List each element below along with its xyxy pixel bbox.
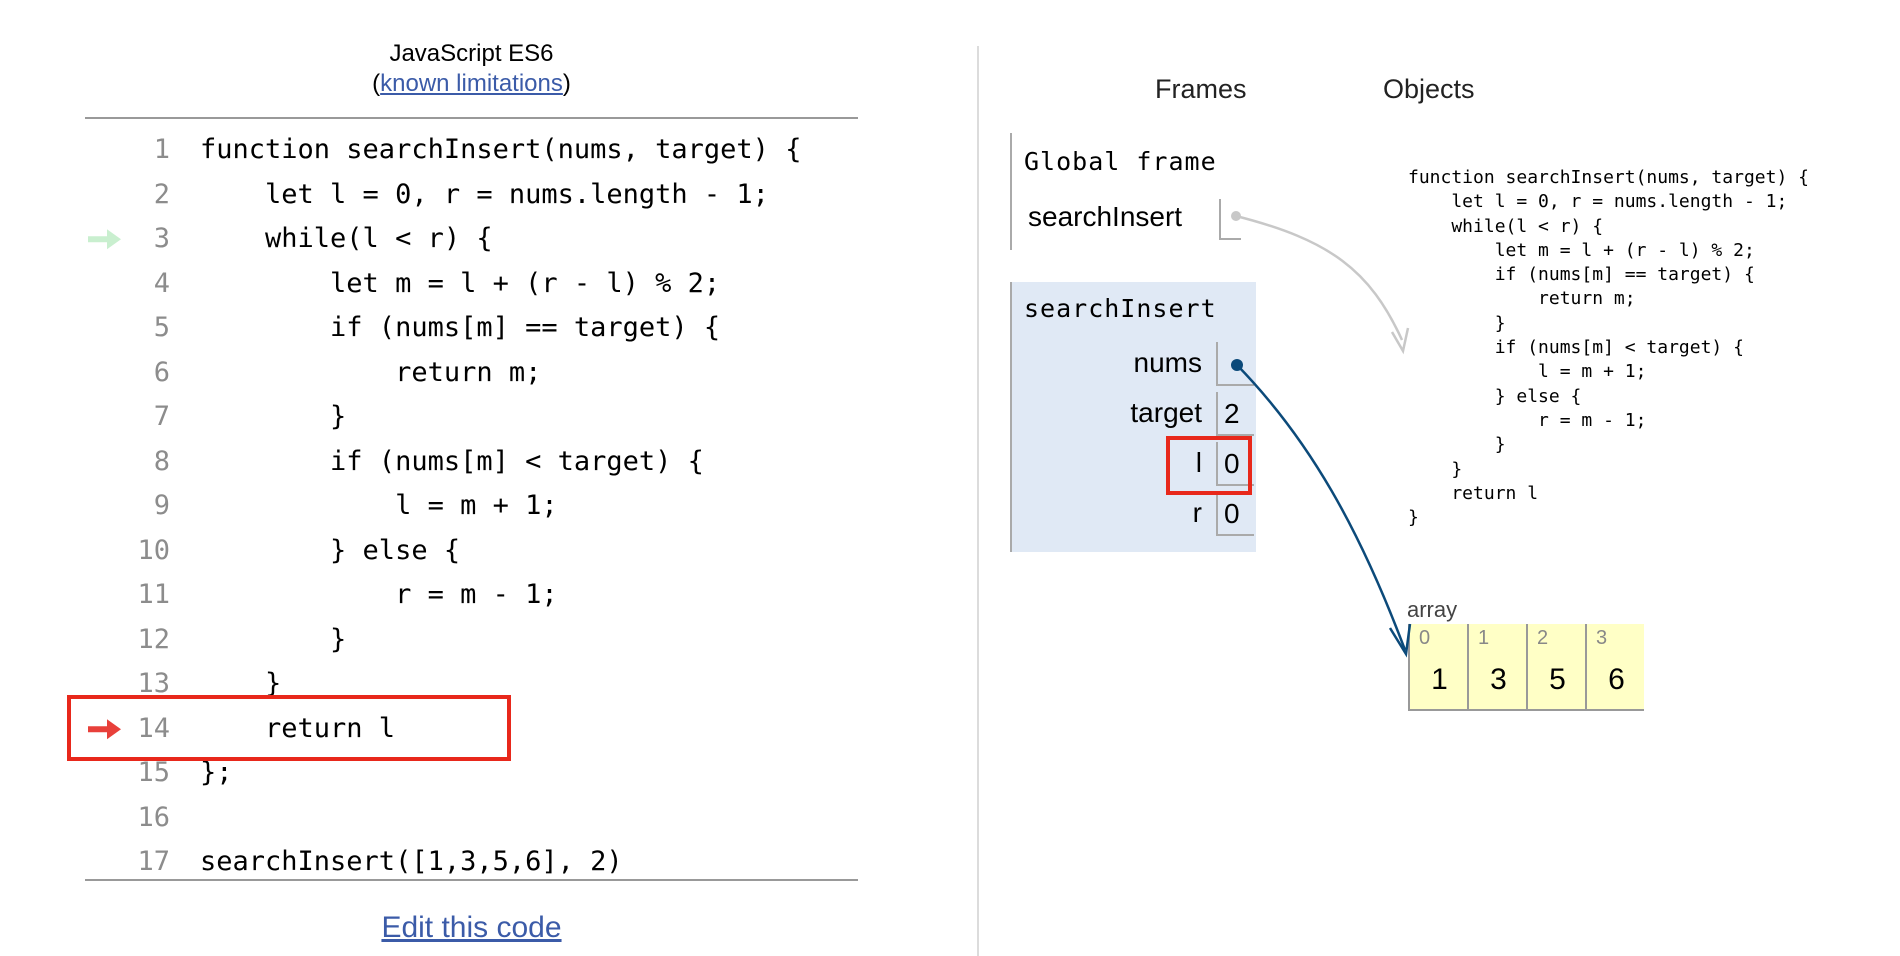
line-code: return l xyxy=(200,712,396,744)
code-line: 16 xyxy=(85,796,858,841)
array-value: 5 xyxy=(1549,663,1566,696)
code-line: 17 searchInsert([1,3,5,6], 2) xyxy=(85,840,858,876)
function-frame: nums target 2 l 0 r 0 xyxy=(1010,282,1256,552)
line-number: 12 xyxy=(137,623,170,655)
line-number: 16 xyxy=(137,801,170,833)
global-var-searchInsert: searchInsert xyxy=(1028,201,1183,232)
code-bottom-divider xyxy=(85,879,858,881)
line-number: 6 xyxy=(153,356,170,388)
line-code: l = m + 1; xyxy=(200,490,558,521)
line-code: } xyxy=(200,623,347,655)
variable-l-highlight xyxy=(1166,436,1252,495)
objects-header: Objects xyxy=(1383,74,1475,104)
line-number: 11 xyxy=(137,579,170,610)
array-index: 3 xyxy=(1596,627,1608,649)
code-line: 2 let l = 0, r = nums.length - 1; xyxy=(85,173,858,218)
line-number: 17 xyxy=(137,846,170,876)
code-line: 6 return m; xyxy=(85,351,858,396)
line-code: function searchInsert(nums, target) { xyxy=(200,134,802,165)
global-to-function-pointer xyxy=(1231,211,1410,355)
nums-to-array-pointer xyxy=(1231,359,1412,658)
code-line: 4 let m = l + (r - l) % 2; xyxy=(85,262,858,307)
code-line: 7 } xyxy=(85,395,858,440)
var-value-nums xyxy=(1216,342,1254,386)
array-label: array xyxy=(1407,597,1458,622)
code-line: 3 while(l < r) { xyxy=(85,217,858,262)
code-line: 12 } xyxy=(85,618,858,663)
line-number: 10 xyxy=(137,534,170,566)
line-number: 4 xyxy=(153,267,170,299)
code-line: 9 l = m + 1; xyxy=(85,484,858,529)
var-name-l: l xyxy=(1195,447,1202,478)
line-code: }; xyxy=(200,757,233,788)
line-code: } xyxy=(200,401,347,432)
edit-code-link[interactable]: Edit this code xyxy=(381,911,562,944)
var-value-l: 0 xyxy=(1216,442,1254,486)
frames-header: Frames xyxy=(1155,74,1247,104)
code-line: 11 r = m - 1; xyxy=(85,573,858,618)
line-code: if (nums[m] == target) { xyxy=(200,312,721,343)
language-title: JavaScript ES6 xyxy=(389,40,554,67)
array-value: 3 xyxy=(1490,663,1507,696)
code-line: 1 function searchInsert(nums, target) { xyxy=(85,128,858,173)
limits-close-paren: ) xyxy=(562,70,571,97)
known-limitations-link[interactable]: known limitations xyxy=(380,70,563,97)
var-name-target: target xyxy=(1130,397,1202,428)
var-name-r: r xyxy=(1192,497,1202,528)
limits-open-paren: ( xyxy=(372,70,381,97)
line-number: 9 xyxy=(153,490,170,521)
current-line-highlight xyxy=(67,695,511,761)
line-code: let m = l + (r - l) % 2; xyxy=(200,267,721,299)
code-line: 10 } else { xyxy=(85,529,858,574)
var-value-r: 0 xyxy=(1216,492,1254,536)
line-number: 2 xyxy=(153,178,170,210)
array-index: 0 xyxy=(1419,627,1431,649)
var-name-nums: nums xyxy=(1133,347,1202,378)
line-code: searchInsert([1,3,5,6], 2) xyxy=(200,846,623,876)
var-value-target: 2 xyxy=(1216,392,1254,436)
line-code: return m; xyxy=(200,356,542,388)
line-number: 1 xyxy=(153,134,170,165)
line-code: if (nums[m] < target) { xyxy=(200,445,704,477)
function-object: function searchInsert(nums, target) { le… xyxy=(1408,167,1809,529)
code-line: 5 if (nums[m] == target) { xyxy=(85,306,858,351)
line-code: } else { xyxy=(200,534,461,566)
array-index: 1 xyxy=(1478,627,1490,649)
line-code: } xyxy=(200,668,282,699)
code-top-divider xyxy=(85,117,858,119)
code-line: 8 if (nums[m] < target) { xyxy=(85,440,858,485)
code-line-current: 14 return l xyxy=(85,707,858,752)
global-frame-label: Global frame xyxy=(1024,147,1217,176)
line-number: 13 xyxy=(137,668,170,699)
code-line: 15}; xyxy=(85,751,858,796)
limitations-line: (known limitations) xyxy=(85,68,858,100)
previous-line-arrow-icon xyxy=(88,229,121,250)
line-code: let l = 0, r = nums.length - 1; xyxy=(200,178,769,210)
current-line-arrow-icon xyxy=(88,718,121,739)
function-frame-label: searchInsert xyxy=(1024,294,1217,323)
panel-divider xyxy=(977,46,979,956)
array-value: 1 xyxy=(1431,663,1448,696)
global-var-value-cell xyxy=(1219,199,1241,240)
global-frame xyxy=(1010,133,1257,250)
line-number: 7 xyxy=(153,401,170,432)
code-line: 13 } xyxy=(85,662,858,707)
line-number: 15 xyxy=(137,757,170,788)
array-index: 2 xyxy=(1537,627,1549,649)
line-number: 5 xyxy=(153,312,170,343)
code-listing: 1 function searchInsert(nums, target) { 2… xyxy=(85,128,858,876)
line-code: r = m - 1; xyxy=(200,579,558,610)
line-number: 8 xyxy=(153,445,170,477)
line-code: while(l < r) { xyxy=(200,223,493,254)
array-value: 6 xyxy=(1608,663,1625,696)
line-number: 3 xyxy=(153,223,170,254)
line-number: 14 xyxy=(137,712,170,744)
